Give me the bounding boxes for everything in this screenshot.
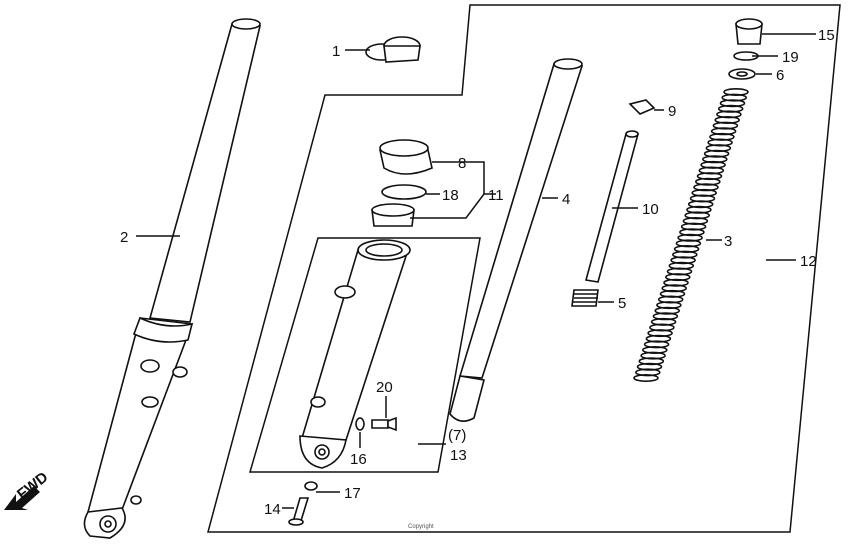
damper-rod (584, 130, 640, 283)
callout-14: 14 (264, 501, 281, 518)
callout-5: 5 (618, 295, 626, 312)
callout-2: 2 (120, 229, 128, 246)
fork-spring (633, 88, 749, 382)
callout-4: 4 (562, 191, 570, 208)
callout-18: 18 (442, 187, 459, 204)
forward-direction-arrow-icon (4, 486, 40, 510)
callout-13: 13 (450, 447, 467, 464)
fork-cap-bolt (735, 18, 763, 45)
callout-1: 1 (332, 43, 340, 60)
callout-17: 17 (344, 485, 361, 502)
callout-11: 11 (488, 187, 504, 204)
oil-seal (371, 203, 415, 227)
spring-coil (633, 373, 659, 382)
callout-7: (7) (448, 427, 466, 444)
copper-gasket (304, 481, 318, 491)
socket-bolt (288, 497, 310, 526)
drain-bolt (371, 416, 397, 432)
callout-9: 9 (668, 103, 676, 120)
callout-12: 12 (800, 253, 817, 270)
leader-lines (136, 33, 816, 509)
retaining-clip (381, 184, 427, 200)
fork-assembly-outline (207, 4, 841, 533)
callout-20: 20 (376, 379, 393, 396)
copyright-note: Copyright (408, 524, 434, 530)
slider-assembly-outline (249, 237, 481, 473)
callout-10: 10 (642, 201, 659, 218)
fork-tube (449, 58, 584, 422)
callout-3: 3 (724, 233, 732, 250)
fork-slider (299, 239, 411, 469)
callout-6: 6 (776, 67, 784, 84)
callout-15: 15 (818, 27, 835, 44)
callout-8: 8 (458, 155, 466, 172)
rebound-spring (571, 289, 599, 307)
callout-16: 16 (350, 451, 367, 468)
piston-ring (628, 99, 656, 115)
fork-leg-left (83, 18, 261, 539)
spring-seat (728, 68, 756, 80)
sealing-washer (355, 417, 365, 431)
callout-19: 19 (782, 49, 799, 66)
fork-rings (365, 36, 421, 63)
oil-seal-cap (379, 139, 433, 175)
